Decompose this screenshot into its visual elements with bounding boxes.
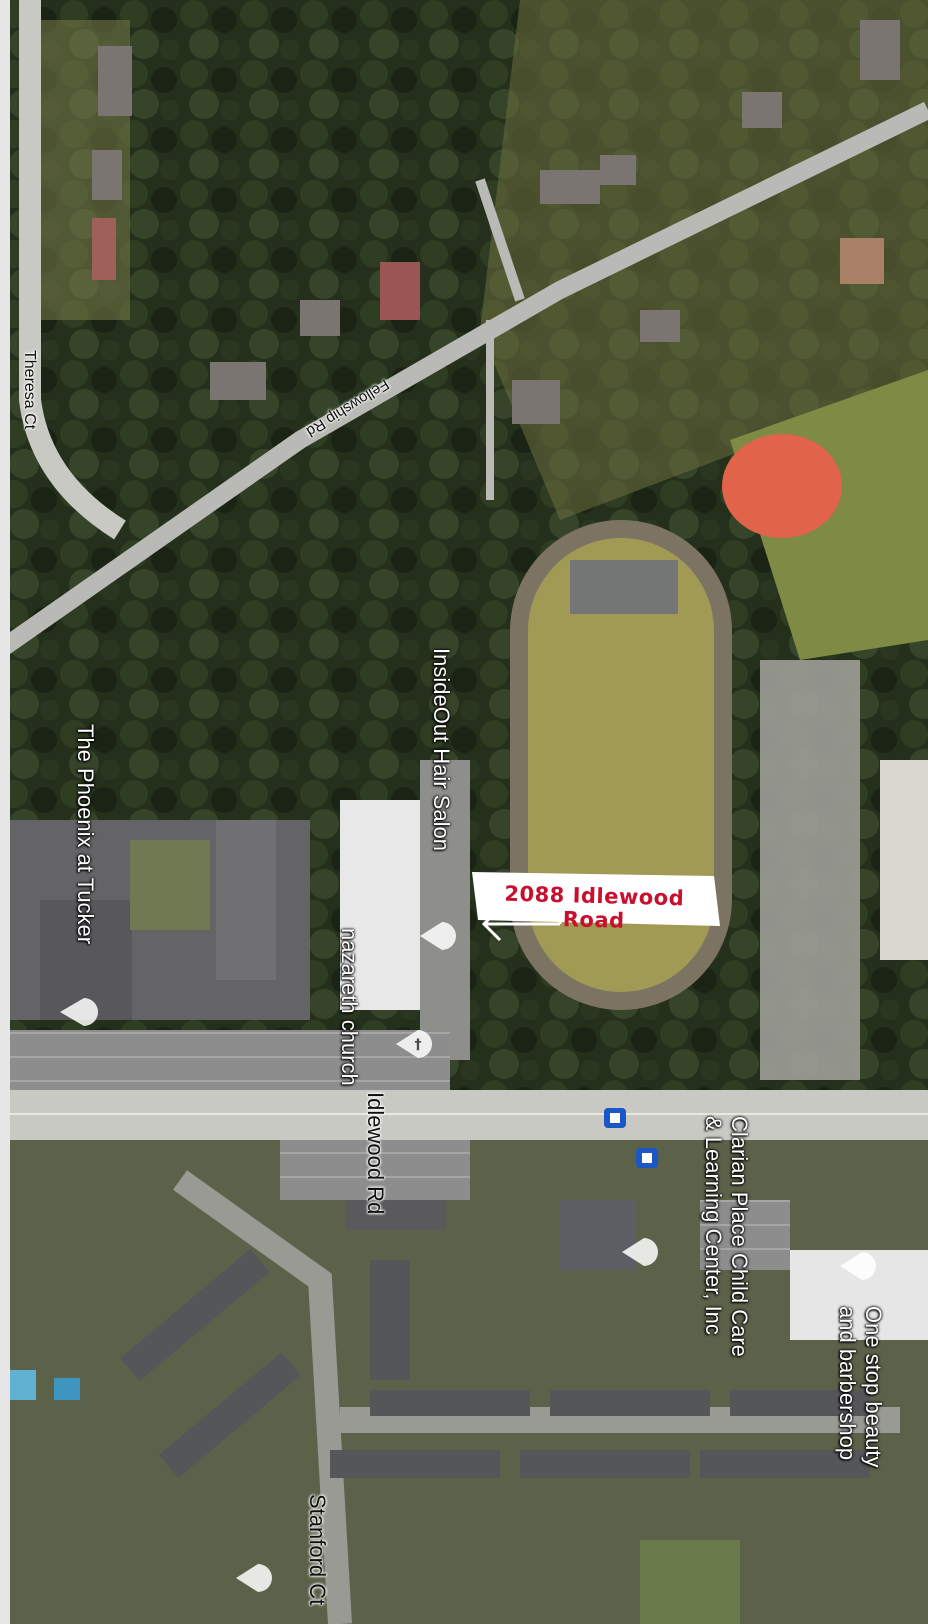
church-pin-icon: [396, 1030, 432, 1058]
place-label-phoenix[interactable]: The Phoenix at Tucker: [73, 724, 98, 945]
place-label-clarian-line1[interactable]: Clarian Place Child Care: [727, 1116, 752, 1357]
place-label-nazareth[interactable]: nazareth church: [337, 928, 362, 1086]
location-pin-icon: [622, 1238, 658, 1266]
bus-stop-icon: [636, 1148, 658, 1168]
callout-address-text: 2088 Idlewood Road: [504, 881, 685, 933]
location-pin-icon: [420, 922, 456, 950]
road-label-idlewood-rd: Idlewood Rd: [363, 1092, 388, 1215]
location-pin-icon: [840, 1252, 876, 1280]
road-label-theresa-ct: Theresa Ct: [21, 350, 38, 430]
callout-background: [472, 872, 720, 926]
place-label-onestop-line2[interactable]: and barbershop: [835, 1306, 860, 1461]
location-pin-icon: [60, 998, 98, 1026]
place-label-onestop-line1[interactable]: One stop beauty: [861, 1306, 886, 1468]
scan-edge: [0, 0, 10, 1624]
place-label-insideout[interactable]: InsideOut Hair Salon: [429, 648, 454, 851]
place-label-clarian-line2[interactable]: & Learning Center, Inc: [701, 1116, 726, 1335]
road-label-stanford-ct: Stanford Ct: [305, 1494, 330, 1606]
bus-stop-icon: [604, 1108, 626, 1128]
location-pin-icon: [236, 1564, 272, 1592]
svg-text:†: †: [415, 1037, 422, 1053]
address-callout: 2088 Idlewood Road: [470, 862, 722, 933]
